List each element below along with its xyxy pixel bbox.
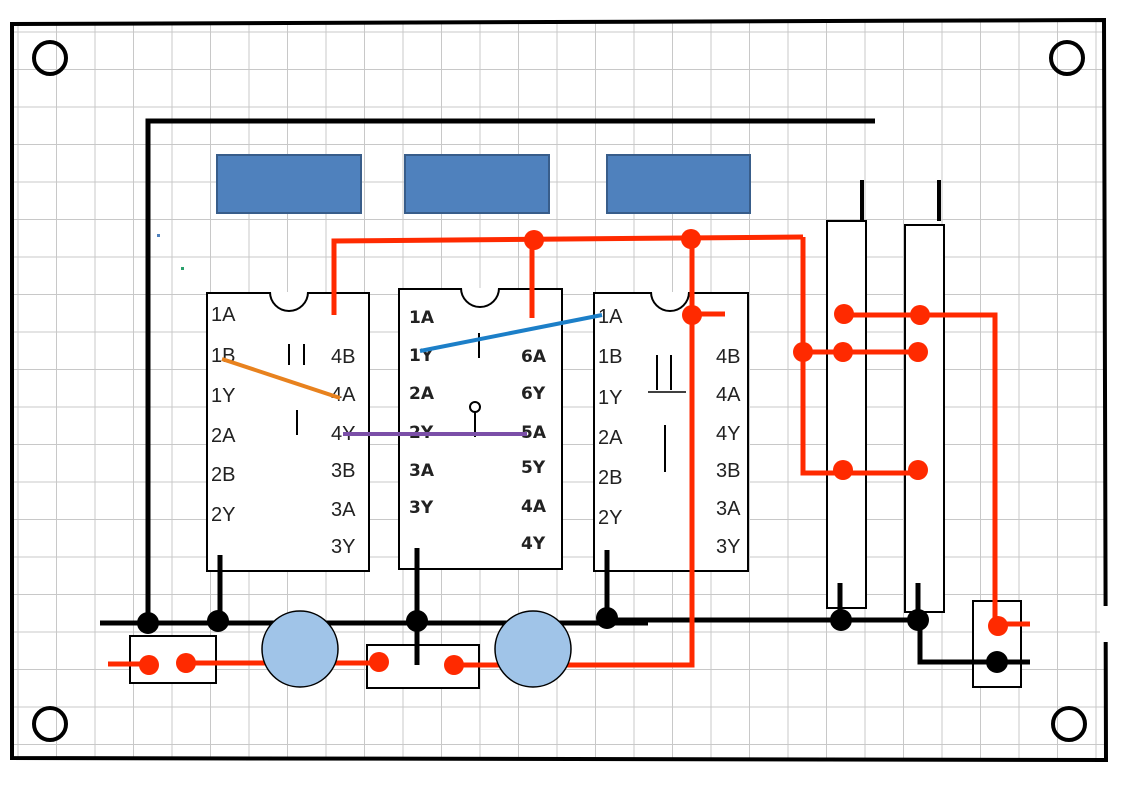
led-display-1	[216, 154, 362, 214]
ground-node	[596, 607, 618, 629]
pin-label: 2A	[211, 425, 236, 447]
pin-label: 2A	[598, 427, 623, 449]
chip-right-body	[593, 292, 749, 572]
led-display-2	[404, 154, 550, 214]
pin-label: 4A	[716, 384, 741, 406]
ground-node	[830, 609, 852, 631]
power-node	[908, 342, 928, 362]
pin-label: 4A	[521, 497, 547, 517]
pin-label: 3Y	[716, 536, 740, 558]
power-node	[176, 653, 196, 673]
pin-label: 5Y	[521, 458, 546, 478]
pin-label: 4B	[331, 346, 355, 368]
pin-label: 4Y	[716, 423, 740, 445]
speck	[157, 234, 160, 237]
power-node	[833, 342, 853, 362]
power-node	[793, 342, 813, 362]
ground-node	[137, 612, 159, 634]
pin-label: 2Y	[211, 504, 235, 526]
power-wire	[800, 237, 918, 476]
pin-label: 2B	[598, 467, 622, 489]
speck	[181, 267, 184, 270]
power-wire-top	[331, 234, 804, 315]
pin-label: 1B	[598, 346, 622, 368]
power-node	[910, 305, 930, 325]
pin-label: 4A	[331, 384, 356, 406]
pin-label: 1Y	[211, 385, 235, 407]
pin-label: 2A	[409, 384, 435, 404]
chip-middle-mark	[469, 401, 481, 413]
mounting-hole-bottom-left	[32, 706, 68, 742]
pin-label: 1A	[409, 308, 435, 328]
pin-label: 2Y	[598, 507, 622, 529]
power-node	[834, 304, 854, 324]
pin-label: 5A	[521, 423, 547, 443]
power-nodes	[139, 229, 1008, 675]
power-node	[369, 652, 389, 672]
chip-middle-notch	[460, 287, 500, 308]
power-node	[682, 305, 702, 325]
pin-label: 3A	[716, 498, 741, 520]
pin-label: 1A	[598, 306, 623, 328]
ground-nodes	[137, 607, 1008, 673]
chip-middle: 1A 1Y 2A 2Y 3A 3Y 6A 6Y 5A 5Y 4A 4Y	[398, 287, 563, 570]
power-node	[444, 655, 464, 675]
mounting-hole-top-left	[32, 40, 68, 76]
power-node	[833, 460, 853, 480]
mounting-hole-bottom-right	[1051, 706, 1087, 742]
chip-middle-body	[398, 288, 563, 570]
board-border	[10, 17, 1109, 763]
pin-label: 6Y	[521, 384, 546, 404]
led-display-3	[606, 154, 751, 214]
pin-label: 3B	[716, 460, 740, 482]
resistor-strip-2	[904, 224, 945, 613]
ground-wire-top-loop	[145, 118, 875, 622]
capacitor-right	[494, 610, 572, 688]
signal-wire-orange	[221, 357, 341, 400]
power-node	[988, 616, 1008, 636]
pin-label: 3B	[331, 460, 355, 482]
capacitor-left	[261, 610, 339, 688]
pin-label: 4B	[716, 346, 740, 368]
power-node	[139, 655, 159, 675]
power-node	[681, 229, 701, 249]
pin-label: 2B	[211, 464, 235, 486]
ground-node	[907, 609, 929, 631]
mounting-hole-top-right	[1049, 40, 1085, 76]
pin-label: 3A	[409, 461, 435, 481]
chip-left-notch	[269, 291, 309, 312]
ground-node	[207, 610, 229, 632]
chip-left-body	[206, 292, 370, 572]
power-node	[524, 230, 544, 250]
ground-node	[406, 610, 428, 632]
board-border-notch	[1100, 606, 1130, 642]
signal-wire-blue	[419, 313, 603, 353]
chip-right-notch	[650, 291, 690, 312]
pin-label: 4Y	[521, 534, 546, 554]
resistor-strip-1	[826, 220, 867, 609]
power-node	[908, 460, 928, 480]
chip-left: 1A 1B 1Y 2A 2B 2Y 4B 4A 4Y 3B 3A 3Y	[206, 291, 370, 572]
pin-label: 3A	[331, 499, 356, 521]
pin-label: 3Y	[331, 536, 355, 558]
pin-label: 6A	[521, 347, 547, 367]
power-wire	[560, 240, 695, 668]
pin-label: 1Y	[598, 387, 622, 409]
pin-label: 3Y	[409, 498, 434, 518]
chip-right: 1A 1B 1Y 2A 2B 2Y 4B 4A 4Y 3B 3A 3Y	[593, 291, 749, 572]
ground-node	[986, 651, 1008, 673]
pin-label: 1A	[211, 304, 236, 326]
